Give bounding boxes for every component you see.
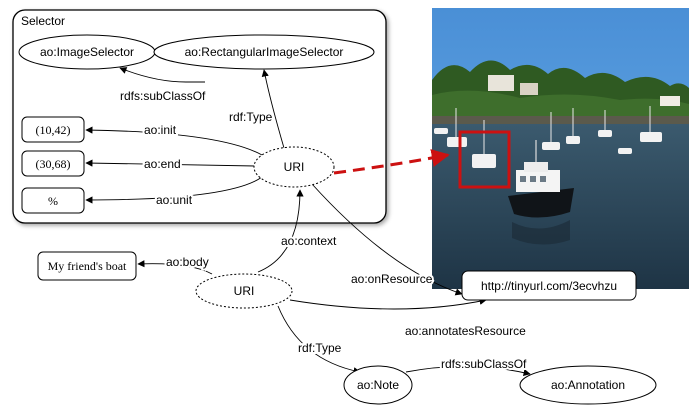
edge-on-resource: [311, 183, 463, 296]
uri-selector-label: URI: [284, 160, 305, 174]
edge-end: [85, 159, 256, 167]
label-type-top: rdf:Type: [229, 110, 273, 124]
edge-type-bottom: [277, 305, 361, 375]
node-rect-image-selector: ao:RectangularImageSelector: [153, 34, 375, 70]
edge-subclass-bottom: [405, 366, 531, 377]
node-annotation: ao:Annotation: [519, 365, 657, 405]
label-on-resource: ao:onResource: [351, 272, 433, 286]
node-uri-selector: URI: [253, 146, 335, 188]
node-uri-annotation: URI: [195, 273, 293, 309]
init-value-label: (10,42): [36, 123, 71, 137]
selector-target-arrow: [333, 149, 450, 175]
label-unit: ao:unit: [156, 193, 193, 207]
uri-annotation-label: URI: [234, 284, 255, 298]
label-end: ao:end: [144, 157, 181, 171]
big-boat: [508, 140, 574, 245]
edges: [85, 67, 531, 377]
edge-labels: rdfs:subClassOf rdf:Type ao:init ao:end …: [118, 87, 529, 373]
label-init: ao:init: [144, 123, 177, 137]
rect-image-selector-label: ao:RectangularImageSelector: [185, 45, 344, 59]
annotation-label: ao:Annotation: [551, 378, 625, 392]
node-note: ao:Note: [343, 365, 413, 405]
selector-title: Selector: [21, 14, 65, 28]
label-subclass-top: rdfs:subClassOf: [120, 89, 206, 103]
harbor-photo: [432, 8, 689, 289]
node-body-value: My friend's boat: [37, 251, 137, 281]
node-end-value: (30,68): [21, 150, 85, 177]
edge-context: [257, 189, 304, 273]
note-label: ao:Note: [357, 378, 399, 392]
node-unit-value: %: [21, 187, 85, 214]
end-value-label: (30,68): [36, 157, 71, 171]
unit-value-label: %: [48, 194, 58, 208]
body-value-label: My friend's boat: [48, 259, 127, 273]
edge-body: [137, 260, 213, 275]
node-init-value: (10,42): [21, 116, 85, 143]
selection-highlight: [458, 130, 511, 189]
image-selector-label: ao:ImageSelector: [40, 45, 134, 59]
label-type-bottom: rdf:Type: [298, 341, 342, 355]
label-body: ao:body: [166, 255, 209, 269]
node-resource-url: http://tinyurl.com/3ecvhzu: [461, 270, 637, 301]
resource-url-label: http://tinyurl.com/3ecvhzu: [481, 279, 617, 293]
edge-type-top: [261, 69, 285, 149]
label-subclass-bottom: rdfs:subClassOf: [441, 357, 527, 371]
edge-unit: [85, 176, 263, 204]
node-image-selector: ao:ImageSelector: [18, 34, 156, 70]
edge-annotates-resource: [289, 297, 487, 310]
edge-init: [85, 126, 263, 156]
edge-subclass-top: [119, 67, 187, 83]
label-annotates-resource: ao:annotatesResource: [405, 324, 526, 338]
label-context: ao:context: [281, 234, 337, 248]
